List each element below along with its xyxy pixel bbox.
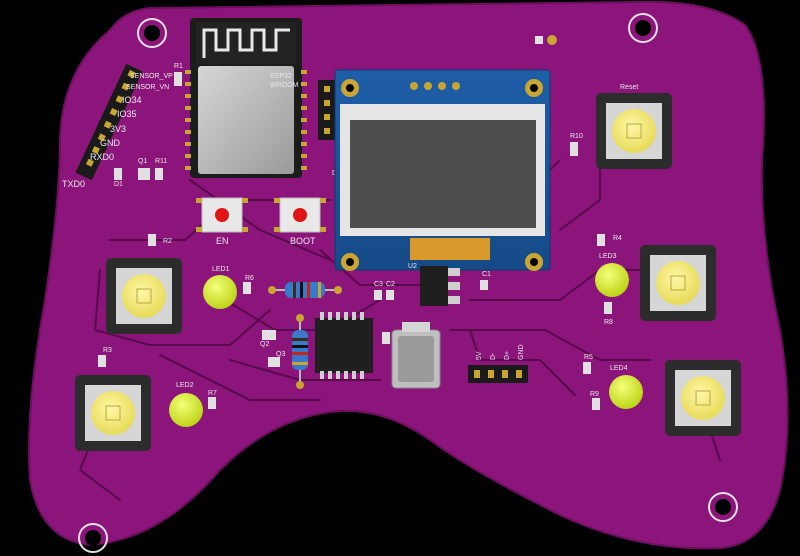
ref-r8: R8: [604, 319, 613, 326]
pin-label-d-plus: D+: [504, 351, 511, 360]
resistor-horizontal: [268, 282, 342, 298]
pin-label-d-minus: D-: [490, 352, 497, 360]
ref-q2: Q2: [260, 341, 269, 348]
tactile-button-right-middle[interactable]: [640, 245, 716, 321]
led-2: LED2: [169, 382, 203, 427]
pin-label-sensor-vp: SENSOR_VP: [130, 73, 173, 80]
tactile-button-left-top[interactable]: [106, 258, 182, 334]
tactile-button-reset[interactable]: Reset: [596, 84, 672, 169]
pin-label-5v: 5V: [476, 351, 483, 360]
tactile-button-left-bottom[interactable]: [75, 375, 151, 451]
pin-label-gnd2: GND: [518, 344, 525, 360]
resistor-vertical: [292, 314, 308, 389]
reference-designators: R1 R2 R3 R4 R5 R6 R7 R8 R9 R10 R11 Q1 Q2…: [103, 63, 622, 398]
reset-label: Reset: [620, 84, 638, 91]
ref-r11: R11: [155, 158, 167, 165]
led2-label: LED2: [176, 382, 194, 389]
boot-button[interactable]: BOOT: [274, 197, 326, 246]
ref-u2: U2: [408, 263, 417, 270]
usb-connector: [391, 322, 441, 389]
ref-c1: C1: [482, 271, 491, 278]
ref-r4: R4: [613, 235, 622, 242]
pin-label-sensor-vn: SENSOR_VN: [126, 84, 169, 91]
ref-r3: R3: [103, 347, 112, 354]
pin-label-io34: IO34: [122, 95, 142, 105]
ref-r6: R6: [245, 275, 254, 282]
led1-label: LED1: [212, 266, 230, 273]
ref-q3: Q3: [276, 351, 285, 358]
pin-label-gnd: GND: [100, 138, 121, 148]
pin-header-left: SENSOR_VP SENSOR_VN IO34 IO35 3V3 GND RX…: [62, 63, 173, 189]
pin-label-3v3: 3V3: [110, 124, 126, 134]
module-marking-line1: ESP32: [270, 73, 292, 80]
led4-label: LED4: [610, 365, 628, 372]
ic-chip: [315, 312, 373, 379]
pin-label-txd0: TXD0: [62, 179, 85, 189]
pin-label-rxd0: RXD0: [90, 152, 114, 162]
led-1: LED1: [203, 266, 237, 309]
led3-label: LED3: [599, 253, 617, 260]
ref-r7: R7: [208, 390, 217, 397]
power-header: 5V D- D+ GND: [468, 344, 528, 383]
ref-r5: R5: [584, 354, 593, 361]
mounting-holes: [78, 13, 738, 553]
ref-d1: D1: [114, 181, 123, 188]
module-marking-line2: WROOM: [270, 82, 299, 89]
led-4: LED4: [609, 365, 643, 409]
ref-q1: Q1: [138, 158, 147, 165]
ref-r10: R10: [570, 133, 583, 140]
boot-label: BOOT: [290, 236, 316, 246]
ref-c3: C3: [374, 281, 383, 288]
pin-label-io35: IO35: [117, 109, 137, 119]
oled-display: [334, 69, 551, 271]
ref-r2: R2: [163, 238, 172, 245]
smd-components: [98, 35, 612, 410]
en-label: EN: [216, 236, 229, 246]
esp32-module: ESP32 WROOM: [185, 18, 307, 178]
led-3: LED3: [595, 253, 629, 297]
en-button[interactable]: EN: [196, 197, 248, 246]
voltage-regulator-u2: U2: [408, 263, 460, 306]
ref-r1: R1: [174, 63, 183, 70]
ref-r9: R9: [590, 391, 599, 398]
tactile-button-right-bottom[interactable]: [665, 360, 741, 436]
ref-c2: C2: [386, 281, 395, 288]
